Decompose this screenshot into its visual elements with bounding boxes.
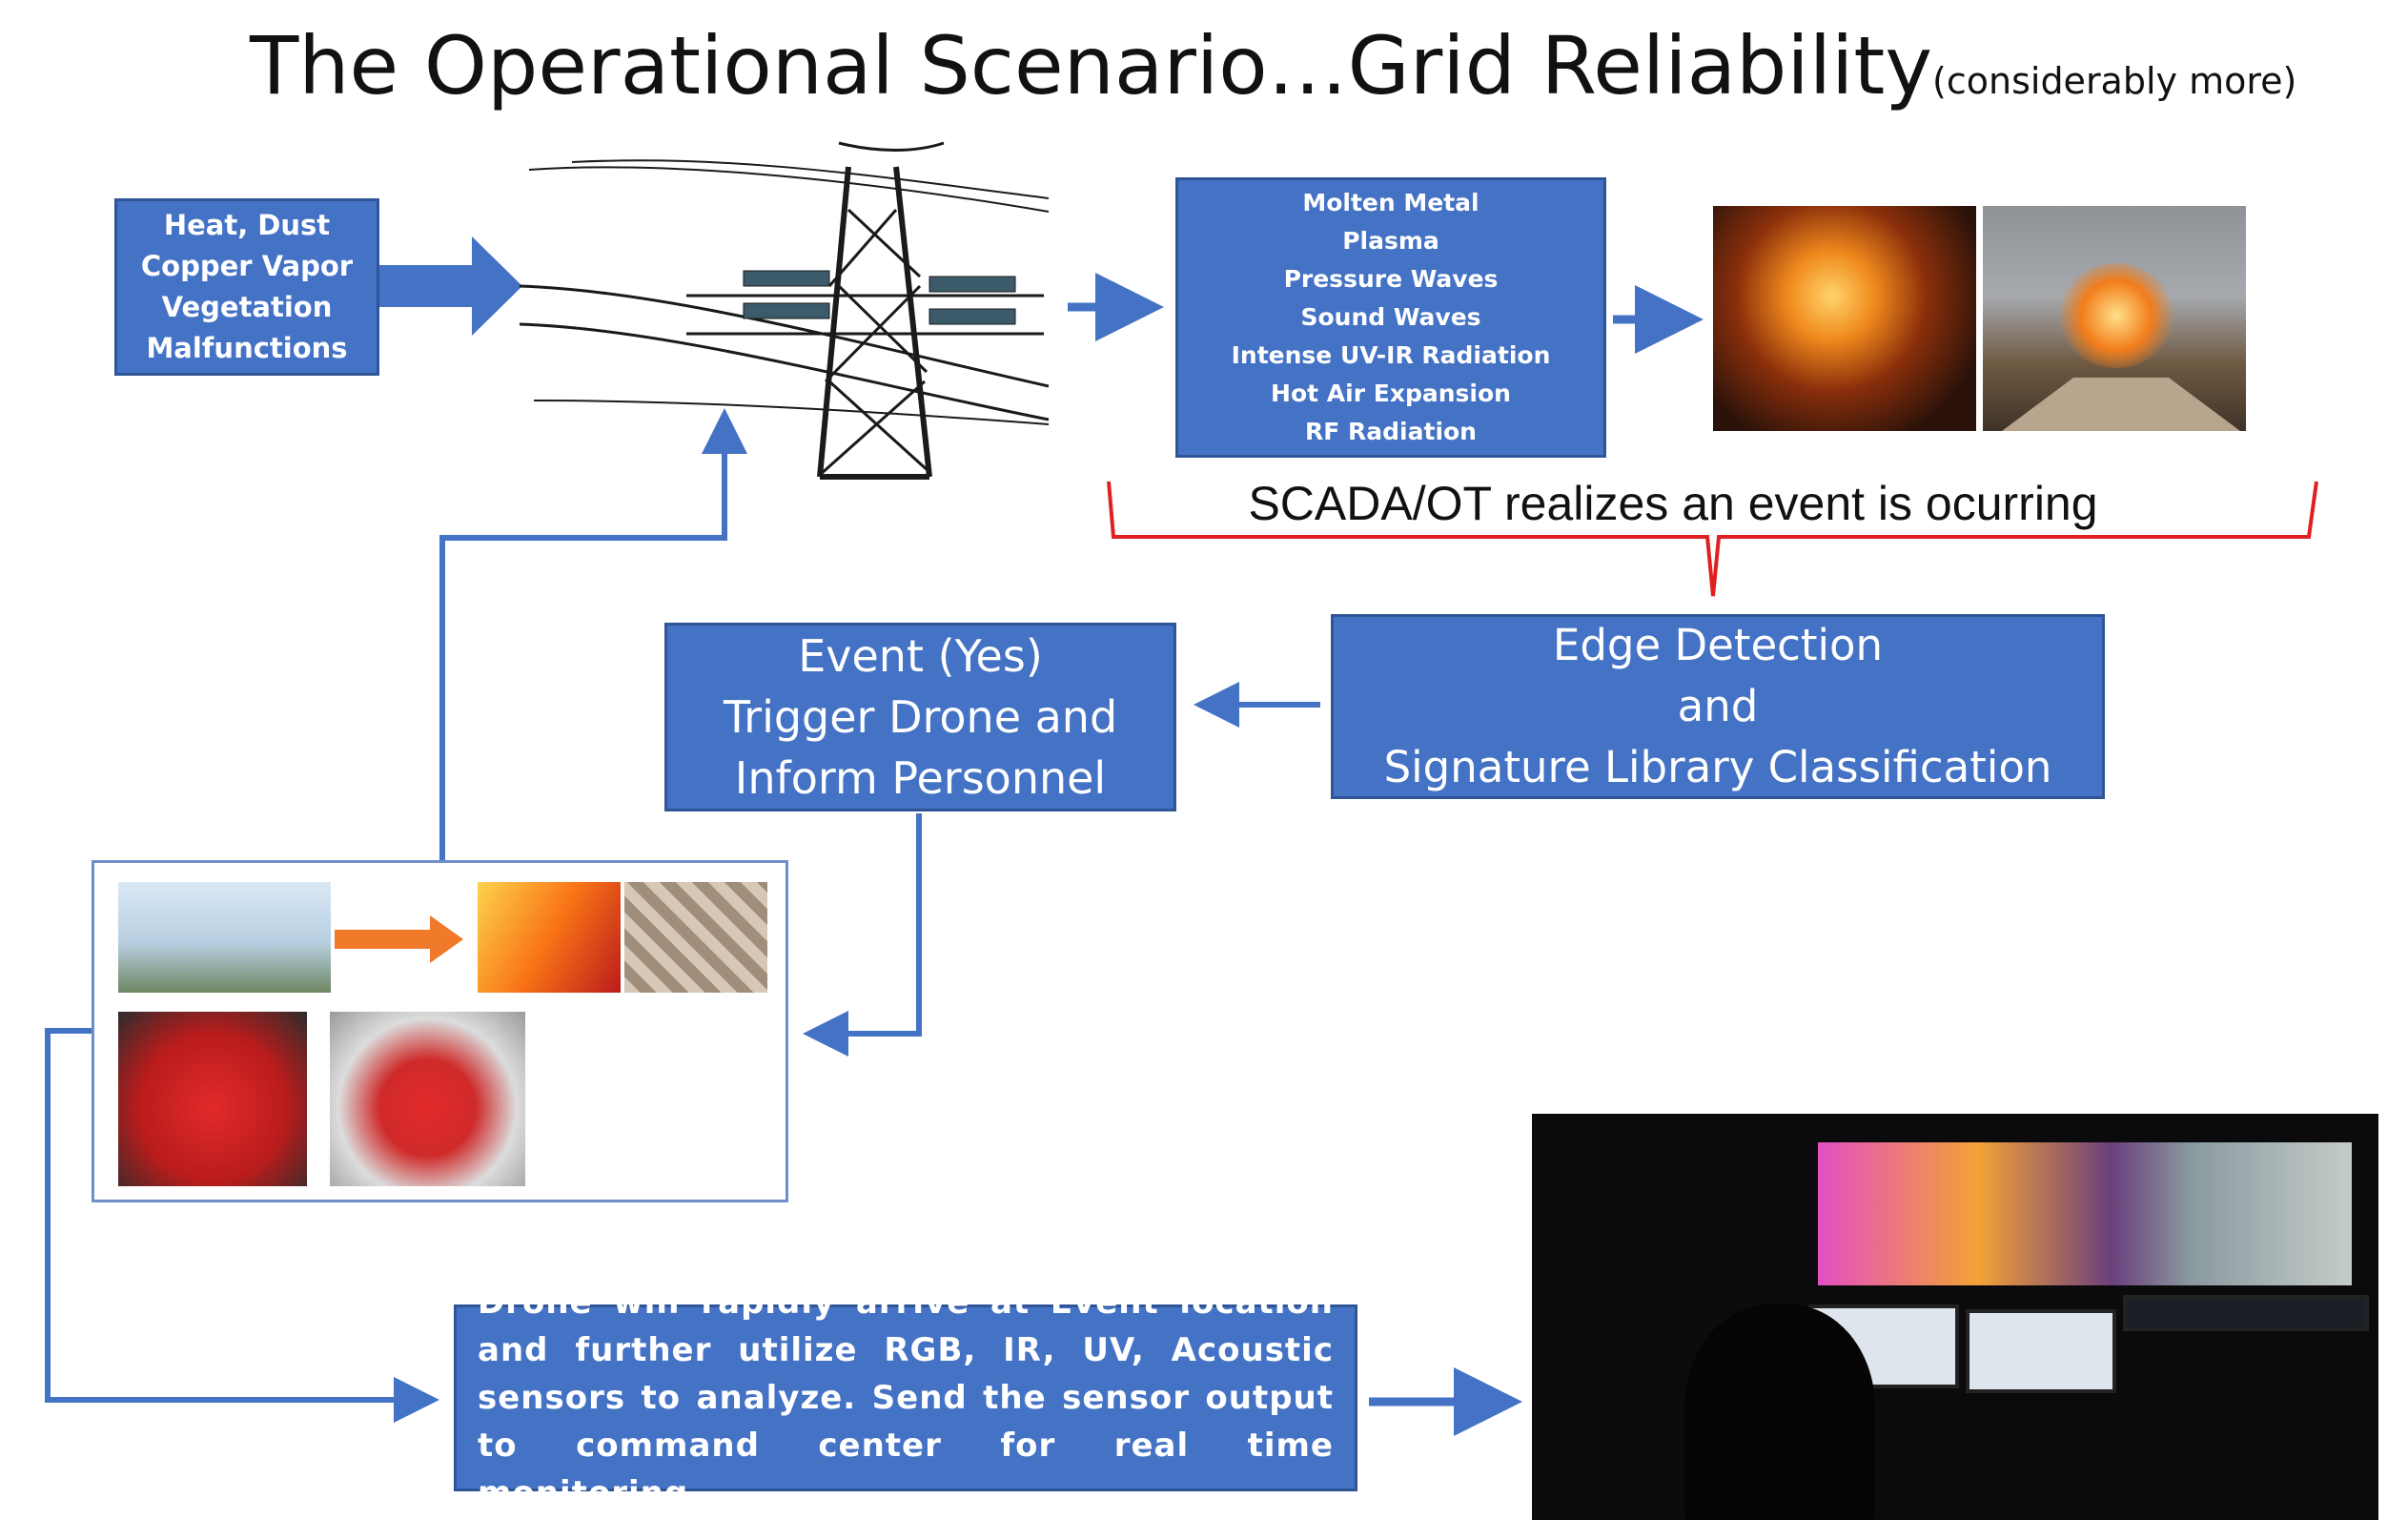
inputs-line: Heat, Dust bbox=[163, 209, 331, 241]
effects-box: Molten Metal Plasma Pressure Waves Sound… bbox=[1175, 177, 1606, 458]
edge-line: and bbox=[1677, 681, 1759, 731]
arrow-event-to-drone bbox=[803, 813, 922, 1057]
drone-tower-photo bbox=[118, 882, 331, 993]
inputs-line: Vegetation bbox=[161, 291, 333, 323]
control-room-photo bbox=[1532, 1114, 2378, 1520]
edge-line: Edge Detection bbox=[1552, 620, 1884, 670]
title-sub: (considerably more) bbox=[1932, 60, 2297, 102]
effects-line: Molten Metal bbox=[1302, 189, 1479, 216]
inputs-line: Copper Vapor bbox=[140, 250, 354, 282]
edge-detection-box: Edge Detection and Signature Library Cla… bbox=[1331, 614, 2105, 799]
effects-line: Sound Waves bbox=[1300, 303, 1481, 331]
thermal-image bbox=[478, 882, 621, 993]
scada-label: SCADA/OT realizes an event is ocurring bbox=[1248, 477, 2098, 530]
inputs-line: Malfunctions bbox=[146, 332, 348, 364]
drone-sensor-panel bbox=[92, 860, 788, 1202]
transmission-tower-icon bbox=[519, 141, 1050, 480]
curly-brace-icon bbox=[1107, 481, 2318, 597]
arrow-orange-icon bbox=[335, 915, 463, 963]
fire-photo-house bbox=[1983, 206, 2246, 431]
drone-internals-photo bbox=[118, 1012, 307, 1186]
effects-line: Hot Air Expansion bbox=[1271, 380, 1511, 407]
event-line: Inform Personnel bbox=[734, 752, 1107, 804]
event-line: Trigger Drone and bbox=[723, 691, 1118, 743]
effects-line: Pressure Waves bbox=[1283, 265, 1499, 293]
effects-line: RF Radiation bbox=[1305, 418, 1477, 445]
drone-description-box: Drone will rapidly arrive at Event locat… bbox=[454, 1283, 1357, 1512]
arrow-drone-to-desc bbox=[45, 1028, 439, 1423]
effects-line: Intense UV-IR Radiation bbox=[1231, 341, 1551, 369]
edge-line: Signature Library Classification bbox=[1383, 742, 2052, 792]
fire-photo-tree bbox=[1713, 206, 1976, 431]
drone-exterior-photo bbox=[330, 1012, 525, 1186]
inputs-box: Heat, Dust Copper Vapor Vegetation Malfu… bbox=[114, 198, 379, 376]
arrow-drone-to-tower bbox=[439, 408, 747, 860]
drone-description-text: Drone will rapidly arrive at Event locat… bbox=[478, 1283, 1334, 1512]
event-box: Event (Yes) Trigger Drone and Inform Per… bbox=[664, 623, 1176, 811]
arrow-inputs-to-tower bbox=[379, 236, 522, 336]
visible-image bbox=[624, 882, 767, 993]
effects-line: Plasma bbox=[1342, 227, 1439, 255]
title-main: The Operational Scenario…Grid Reliabilit… bbox=[250, 19, 1933, 113]
event-line: Event (Yes) bbox=[798, 630, 1043, 682]
page-title: The Operational Scenario…Grid Reliabilit… bbox=[250, 13, 2296, 118]
